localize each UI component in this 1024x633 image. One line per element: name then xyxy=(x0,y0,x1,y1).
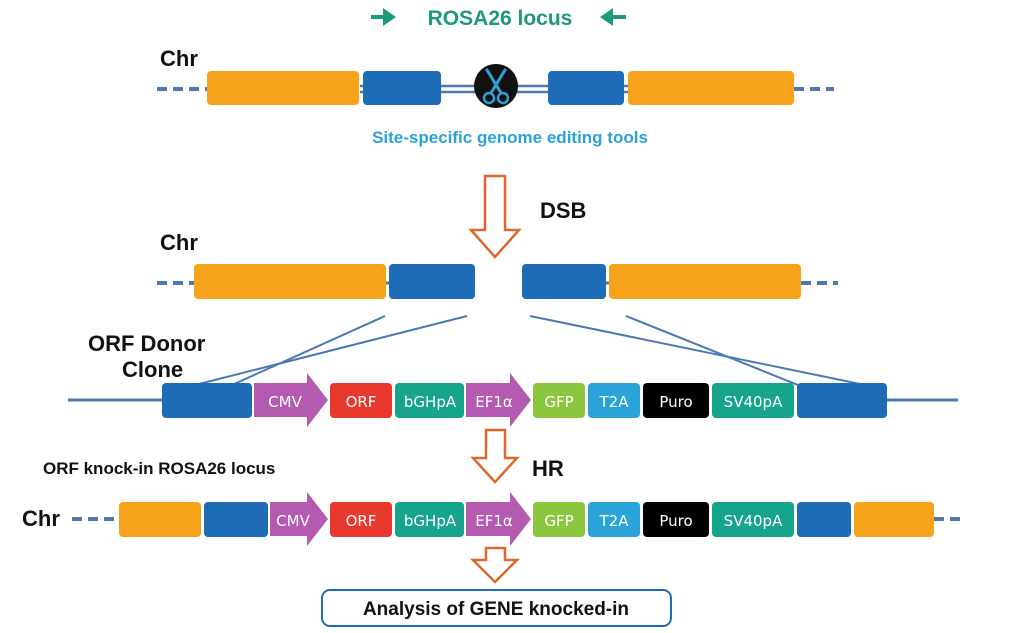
homology-arm-right-2 xyxy=(522,264,606,299)
donor-puro: Puro xyxy=(643,383,709,418)
knockin-ef1a-promoter: EF1α xyxy=(466,492,531,546)
hr-label: HR xyxy=(532,456,564,481)
knockin-exon-left xyxy=(119,502,201,537)
donor-cmv-promoter: CMV xyxy=(254,373,328,427)
donor-gfp: GFP xyxy=(533,383,585,418)
editing-tools-label: Site-specific genome editing tools xyxy=(372,128,648,147)
result-box: Analysis of GENE knocked-in xyxy=(321,589,672,627)
chr-label-2: Chr xyxy=(160,230,198,255)
exon-right-2 xyxy=(609,264,801,299)
knockin-t2a-label: T2A xyxy=(599,512,630,530)
knockin-puro-label: Puro xyxy=(659,512,692,530)
knockin-exon-right xyxy=(854,502,934,537)
donor-cmv-label: CMV xyxy=(268,393,302,411)
chromosome-row-2: Chr xyxy=(157,230,838,299)
knockin-orf-label: ORF xyxy=(346,512,377,530)
donor-ef1a-promoter: EF1α xyxy=(466,373,531,427)
knockin-arm-left xyxy=(204,502,268,537)
knockin-t2a: T2A xyxy=(588,502,640,537)
donor-arm-left xyxy=(162,383,252,418)
right-pointing-arrow-icon xyxy=(371,8,396,26)
knockin-ef1a-label: EF1α xyxy=(475,512,513,530)
donor-t2a: T2A xyxy=(588,383,640,418)
dsb-label: DSB xyxy=(540,198,586,223)
donor-sv40pa-label: SV40pA xyxy=(724,393,783,411)
knockin-title: ORF knock-in ROSA26 locus xyxy=(43,459,275,478)
knockin-arm-right xyxy=(797,502,851,537)
left-pointing-arrow-icon xyxy=(600,8,626,26)
knockin-orf: ORF xyxy=(330,502,392,537)
donor-bghpa-label: bGHpA xyxy=(404,393,457,411)
down-arrow-icon xyxy=(468,174,522,259)
down-arrow-icon xyxy=(470,428,520,484)
donor-orf-label: ORF xyxy=(346,393,377,411)
result-label: Analysis of GENE knocked-in xyxy=(363,599,629,620)
donor-label-line2: Clone xyxy=(122,357,183,382)
hr-step: HR xyxy=(470,428,564,484)
donor-ef1a-label: EF1α xyxy=(475,393,513,411)
exon-right xyxy=(628,71,794,105)
dsb-step: DSB xyxy=(468,174,586,259)
donor-clone-row: ORF Donor Clone CMV ORF bGHpA EF1α GFP T… xyxy=(68,331,958,427)
donor-label-line1: ORF Donor xyxy=(88,331,206,356)
knockin-gfp: GFP xyxy=(533,502,585,537)
homology-arm-left xyxy=(363,71,441,105)
knockin-sv40pa-label: SV40pA xyxy=(724,512,783,530)
donor-arm-right xyxy=(797,383,887,418)
exon-left-2 xyxy=(194,264,386,299)
donor-sv40pa: SV40pA xyxy=(712,383,794,418)
donor-t2a-label: T2A xyxy=(599,393,630,411)
knockin-cmv-promoter: CMV xyxy=(270,492,328,546)
knockin-bghpa: bGHpA xyxy=(395,502,464,537)
locus-title: ROSA26 locus xyxy=(428,7,573,30)
donor-bghpa: bGHpA xyxy=(395,383,464,418)
knockin-sv40pa: SV40pA xyxy=(712,502,794,537)
homology-arm-left-2 xyxy=(389,264,475,299)
knockin-bghpa-label: bGHpA xyxy=(404,512,457,530)
homology-arm-right xyxy=(548,71,624,105)
chr-label-3: Chr xyxy=(22,506,60,531)
locus-header: ROSA26 locus xyxy=(371,7,626,30)
scissors-icon xyxy=(474,64,518,108)
knockin-row: ORF knock-in ROSA26 locus Chr CMV ORF bG… xyxy=(22,459,962,546)
donor-puro-label: Puro xyxy=(659,393,692,411)
knockin-gfp-label: GFP xyxy=(544,512,573,530)
chromosome-row-1: Chr Site-specific genome editing tools xyxy=(157,46,834,147)
homologous-crossover-lines xyxy=(194,315,866,386)
chr-label-1: Chr xyxy=(160,46,198,71)
donor-orf: ORF xyxy=(330,383,392,418)
exon-left xyxy=(207,71,359,105)
knockin-puro: Puro xyxy=(643,502,709,537)
down-arrow-icon xyxy=(469,546,521,584)
donor-gfp-label: GFP xyxy=(544,393,573,411)
knockin-cmv-label: CMV xyxy=(276,512,310,530)
